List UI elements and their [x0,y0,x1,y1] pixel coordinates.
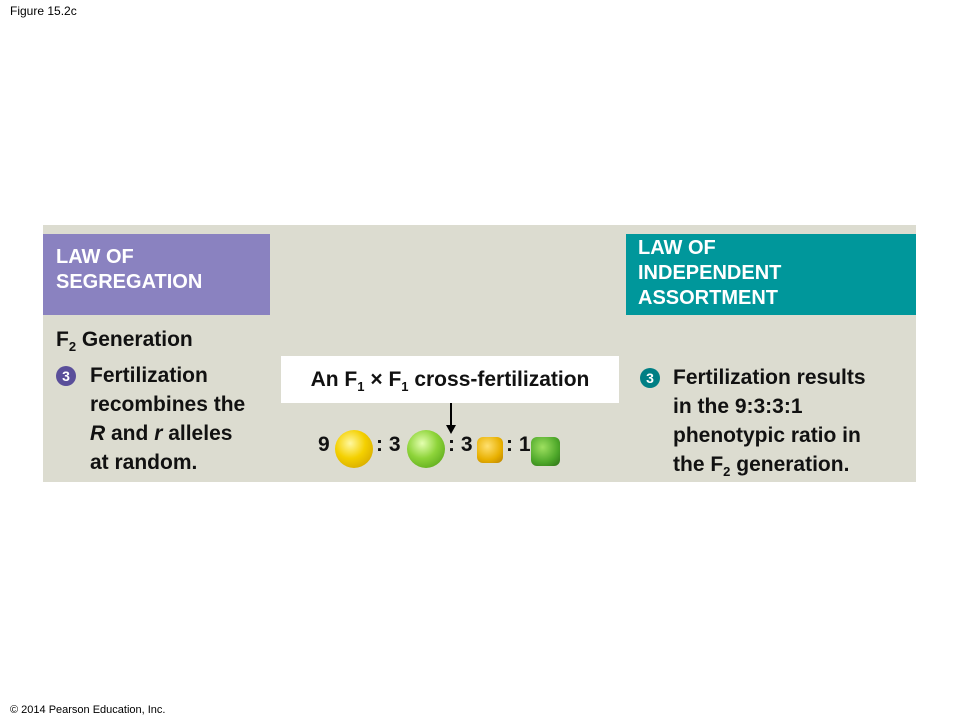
law-of-segregation-header: LAW OF SEGREGATION [43,234,270,315]
text: An F [310,368,358,391]
allele: R [90,422,106,445]
text-line: phenotypic ratio in [673,424,861,447]
subscript: 1 [357,379,365,395]
ratio-3-yellow-wrinkled: : 3 [448,433,473,456]
cross-fertilization-box: An F1 × F1 cross-fertilization [281,356,619,403]
header-line: INDEPENDENT [638,262,782,284]
subscript: 1 [401,379,409,395]
law-of-independent-assortment-header: LAW OF INDEPENDENT ASSORTMENT [626,234,916,315]
independent-assortment-text: Fertilization results in the 9:3:3:1 phe… [673,363,866,486]
subscript: 2 [723,464,731,480]
copyright: © 2014 Pearson Education, Inc. [10,704,166,716]
ratio-1: : 1 [506,433,531,456]
text-line: at random. [90,451,198,474]
green-round-pea-icon [407,430,445,468]
f2-generation-label: F2 Generation [56,325,193,361]
text-line: Fertilization results [673,366,866,389]
text: the F [673,453,724,476]
text: cross-fertilization [408,368,590,391]
header-line: SEGREGATION [56,271,203,293]
header-line: ASSORTMENT [638,287,778,309]
text-line: recombines the [90,393,246,416]
text-line: in the 9:3:3:1 [673,395,803,418]
ratio-3-green-round: : 3 [376,433,401,456]
down-arrow-icon [446,403,456,434]
figure-label: Figure 15.2c [10,4,77,18]
text: F [388,368,402,391]
yellow-round-pea-icon [335,430,373,468]
text-line: R and r alleles [90,419,245,448]
yellow-wrinkled-pea-icon [477,437,503,463]
text: generation. [730,453,850,476]
text: alleles [162,422,233,445]
allele: r [154,422,163,445]
step-3-badge: 3 [56,366,76,386]
text: and [105,422,155,445]
times-symbol: × [364,368,389,391]
header-line: LAW OF [56,246,134,268]
ratio-9: 9 [318,433,330,456]
subscript: 2 [68,339,77,355]
segregation-text: Fertilization recombines the R and r all… [90,361,245,477]
f-text: F [56,328,69,351]
text-line: Fertilization [90,364,208,387]
header-line: LAW OF [638,237,716,259]
generation-text: Generation [76,328,193,351]
step-3-badge: 3 [640,368,660,388]
text-line: the F2 generation. [673,450,866,486]
green-wrinkled-pea-icon [531,437,560,466]
